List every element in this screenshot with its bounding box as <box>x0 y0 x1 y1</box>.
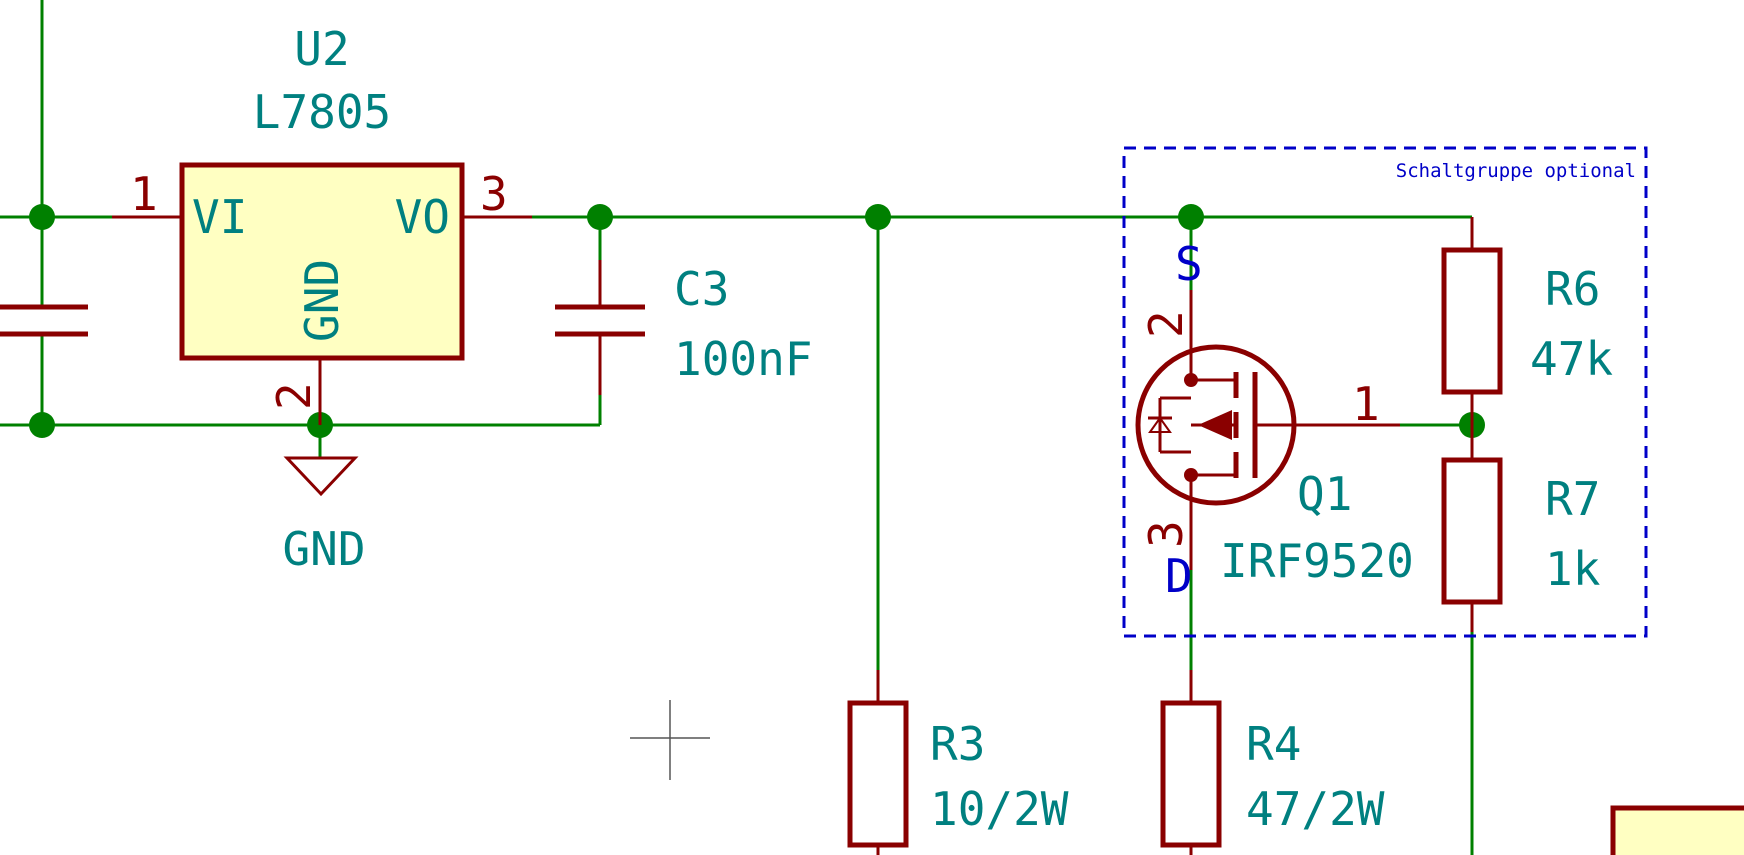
u2-ref: U2 <box>294 22 349 76</box>
u2-regulator[interactable]: U2 L7805 VI VO GND 1 3 2 <box>112 22 532 425</box>
optional-group-label: Schaltgruppe optional <box>1396 160 1636 182</box>
u2-pin3-num: 3 <box>480 167 508 221</box>
optional-group[interactable]: Schaltgruppe optional <box>1122 146 1648 638</box>
junction-c3 <box>587 204 613 230</box>
gnd-label: GND <box>282 522 365 576</box>
left-capacitor[interactable] <box>0 304 88 337</box>
wires <box>0 0 1474 855</box>
gnd-triangle-icon <box>283 456 359 497</box>
c3-value: 100nF <box>674 332 812 386</box>
c3-ref: C3 <box>674 262 729 316</box>
q1-pin1-num: 1 <box>1352 377 1380 431</box>
junction-q1-source <box>1178 204 1204 230</box>
crosshair-cursor-icon <box>630 700 710 780</box>
r7-resistor[interactable]: R7 1k <box>1441 425 1600 632</box>
r6-value: 47k <box>1530 332 1613 386</box>
r6-resistor[interactable]: R6 47k <box>1441 217 1613 425</box>
junction-left-top <box>29 204 55 230</box>
gnd-symbol[interactable]: GND <box>282 456 366 576</box>
q1-arrow-icon <box>1198 410 1232 440</box>
junction-left-bottom <box>29 412 55 438</box>
r3-resistor[interactable]: R3 10/2W <box>847 670 1069 855</box>
u2-body <box>179 162 465 361</box>
q1-pin-s: S <box>1175 237 1203 291</box>
q1-diode-icon <box>1148 416 1172 433</box>
q1-ref: Q1 <box>1297 467 1352 521</box>
u2-pin-gnd: GND <box>295 259 349 342</box>
u2-pin-vo: VO <box>395 190 450 244</box>
r4-body <box>1160 700 1222 848</box>
r4-ref: R4 <box>1246 717 1301 771</box>
r4-value: 47/2W <box>1246 782 1385 836</box>
partial-ic-body <box>1610 805 1744 855</box>
r3-body <box>847 700 909 848</box>
r7-value: 1k <box>1545 542 1600 596</box>
r6-body <box>1441 247 1503 395</box>
u2-value: L7805 <box>253 85 391 139</box>
u2-pin-vi: VI <box>192 190 247 244</box>
optional-group-box <box>1122 146 1648 638</box>
q1-pin-d: D <box>1165 549 1193 603</box>
r3-ref: R3 <box>930 717 985 771</box>
u2-pin1-num: 1 <box>130 167 158 221</box>
u2-pin2-num: 2 <box>267 382 321 410</box>
q1-mosfet[interactable]: 1 2 3 S D Q1 IRF9520 <box>1135 237 1414 603</box>
partial-ic-bottom-right[interactable] <box>1610 805 1744 855</box>
r3-value: 10/2W <box>930 782 1069 836</box>
r4-resistor[interactable]: R4 47/2W <box>1160 670 1385 855</box>
q1-pin3-num: 3 <box>1139 520 1193 548</box>
r7-ref: R7 <box>1545 472 1600 526</box>
q1-value: IRF9520 <box>1220 534 1414 588</box>
c3-capacitor[interactable]: C3 100nF <box>555 260 812 395</box>
q1-pin2-num: 2 <box>1139 310 1193 338</box>
junction-r3 <box>865 204 891 230</box>
r6-ref: R6 <box>1545 262 1600 316</box>
r7-body <box>1441 457 1503 605</box>
